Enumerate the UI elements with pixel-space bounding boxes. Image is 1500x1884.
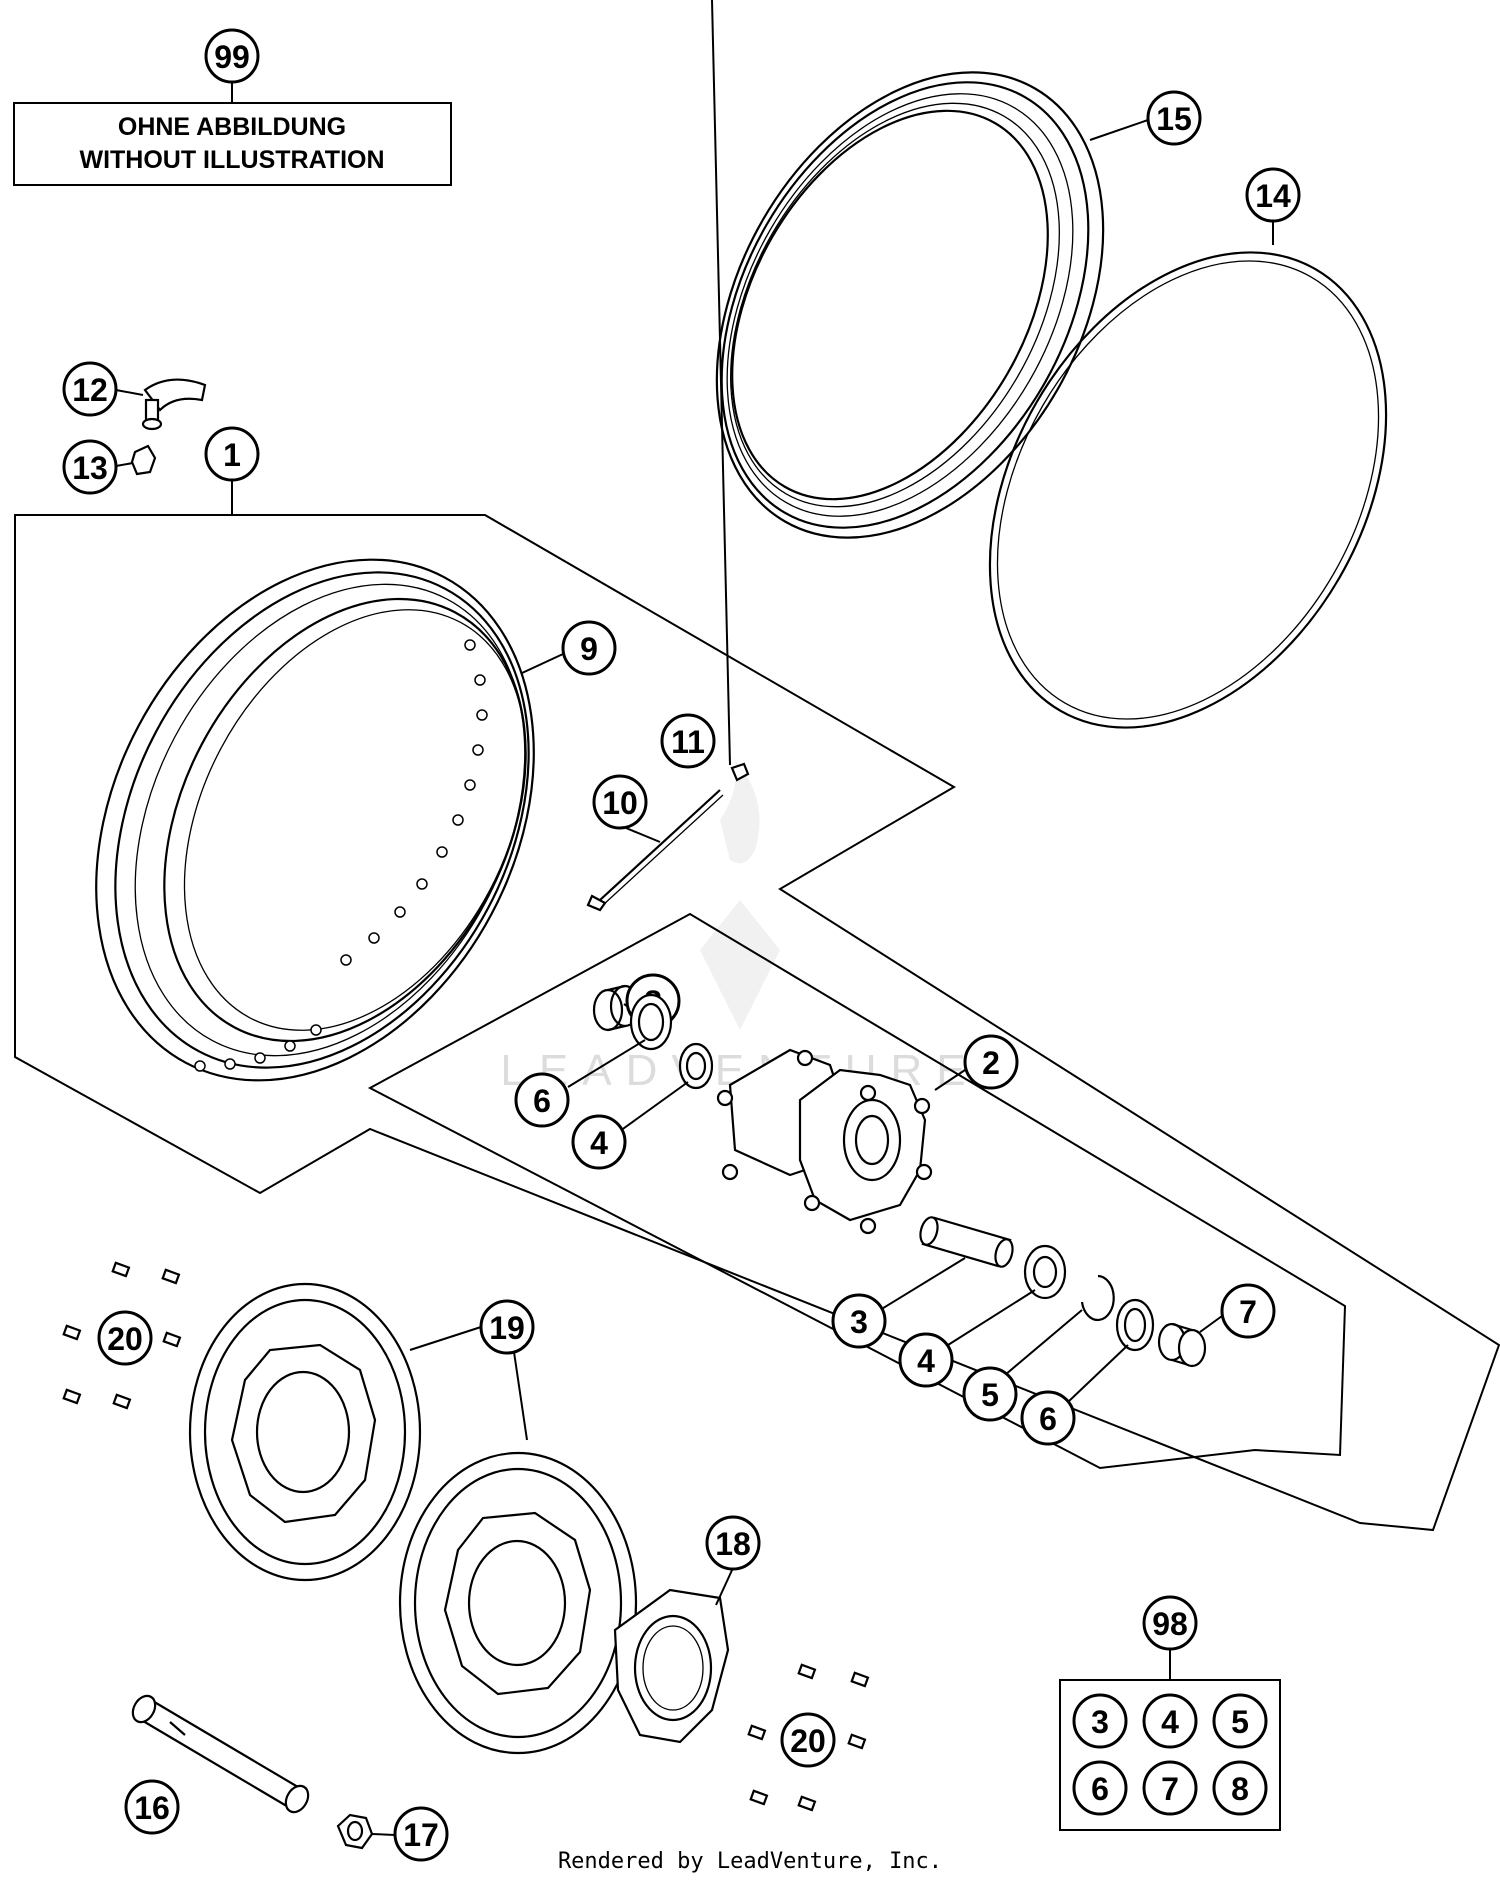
callout-20-lower[interactable]: 20 [780,1712,836,1768]
svg-text:1: 1 [223,437,241,473]
brake-disc-front-part [398,1451,638,1755]
tire-part [715,71,1105,539]
callout-13[interactable]: 13 [62,439,118,495]
brake-disc-rear-part [188,1282,422,1582]
svg-text:3: 3 [850,1304,868,1340]
svg-text:6: 6 [1039,1401,1057,1437]
circlip-part [1080,1274,1115,1322]
callout-19[interactable]: 19 [479,1299,535,1355]
callout-9[interactable]: 9 [561,620,617,676]
callout-17[interactable]: 17 [393,1806,449,1862]
callout-6-left[interactable]: 6 [514,1072,570,1128]
svg-text:20: 20 [107,1321,143,1357]
callout-4-left[interactable]: 4 [571,1114,627,1170]
rim-spoke-holes [194,639,488,1072]
svg-text:18: 18 [715,1526,751,1562]
svg-text:2: 2 [982,1045,1000,1081]
svg-text:9: 9 [580,631,598,667]
svg-text:4: 4 [1161,1704,1179,1740]
svg-text:10: 10 [602,785,638,821]
kit-item-8[interactable]: 8 [1212,1760,1268,1816]
callout-11[interactable]: 11 [660,713,716,769]
svg-text:5: 5 [981,1377,999,1413]
svg-text:16: 16 [134,1790,170,1826]
svg-text:4: 4 [917,1343,935,1379]
note-line-2: WITHOUT ILLUSTRATION [79,146,384,174]
callout-98[interactable]: 98 [1142,1595,1198,1651]
wheel-assembly-outline [14,514,1500,1532]
callout-16[interactable]: 16 [124,1779,180,1835]
spoke-part [586,789,724,912]
svg-text:12: 12 [72,372,108,408]
spoke-nipple-part [730,762,750,782]
pulse-ring-part [613,1588,730,1744]
callout-15[interactable]: 15 [1146,90,1202,146]
callout-1[interactable]: 1 [204,426,260,482]
bushing-7-part [1157,1322,1207,1368]
svg-text:5: 5 [1231,1704,1249,1740]
kit-item-4[interactable]: 4 [1142,1693,1198,1749]
rim-part [95,558,535,1082]
svg-text:99: 99 [214,39,250,75]
svg-text:19: 19 [489,1310,525,1346]
bearing-4-left-part [678,1042,714,1090]
nut-13-part [130,444,157,476]
kit-item-3[interactable]: 3 [1072,1693,1128,1749]
callout-20-upper[interactable]: 20 [97,1310,153,1366]
callout-10[interactable]: 10 [592,774,648,830]
valve-sensor-part [141,378,207,431]
rim-tape-part [988,251,1388,729]
svg-text:13: 13 [72,450,108,486]
svg-text:4: 4 [590,1125,608,1161]
svg-text:8: 8 [1231,1771,1249,1807]
seal-6-right-part [1115,1298,1155,1352]
bolts-upper-part [62,1261,182,1410]
kit-item-7[interactable]: 7 [1142,1760,1198,1816]
kit-item-6[interactable]: 6 [1072,1760,1128,1816]
svg-text:7: 7 [1161,1771,1179,1807]
svg-text:14: 14 [1255,178,1291,214]
svg-text:17: 17 [403,1817,439,1853]
hub-group-outline [367,912,1347,1470]
bolts-lower-part [747,1663,870,1812]
footer-credit: Rendered by LeadVenture, Inc. [558,1849,942,1874]
callout-99[interactable]: 99 [204,28,260,84]
seal-6-left-part [629,993,673,1051]
axle-part [131,1694,310,1814]
note-box: OHNE ABBILDUNG WITHOUT ILLUSTRATION [13,80,452,186]
callout-18[interactable]: 18 [705,1515,761,1571]
callout-14[interactable]: 14 [1245,167,1301,223]
svg-text:15: 15 [1156,101,1192,137]
kit-item-5[interactable]: 5 [1212,1693,1268,1749]
callout-7[interactable]: 7 [1220,1283,1276,1339]
hub-part [716,1048,933,1235]
callout-6-right[interactable]: 6 [1020,1390,1076,1446]
svg-text:6: 6 [1091,1771,1109,1807]
callout-3[interactable]: 3 [831,1293,887,1349]
callout-2[interactable]: 2 [963,1034,1019,1090]
bearing-4-right-part [1023,1244,1067,1300]
callout-12[interactable]: 12 [62,361,118,417]
callout-4-right[interactable]: 4 [898,1332,954,1388]
svg-text:20: 20 [790,1723,826,1759]
svg-text:3: 3 [1091,1704,1109,1740]
note-line-1: OHNE ABBILDUNG [118,113,346,141]
axle-nut-part [336,1813,374,1850]
svg-text:7: 7 [1239,1294,1257,1330]
callout-5[interactable]: 5 [962,1366,1018,1422]
svg-text:98: 98 [1152,1606,1188,1642]
spacer-sleeve-part [919,1216,1014,1268]
watermark-logo-icon [700,760,780,1030]
svg-text:6: 6 [533,1083,551,1119]
svg-text:11: 11 [671,724,705,760]
